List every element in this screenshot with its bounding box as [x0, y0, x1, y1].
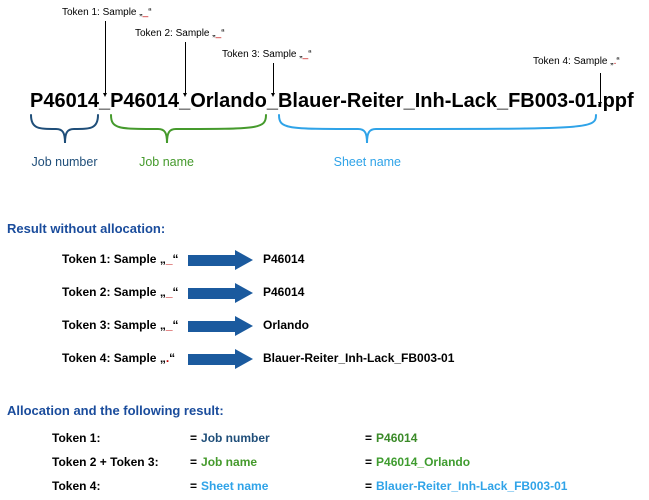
- row-token-label: Token 1: Sample „_“: [62, 252, 179, 266]
- arrow-down-tip: [182, 93, 187, 97]
- job-name-label: Job name: [139, 155, 194, 169]
- row-separator-sample: „_“: [159, 318, 179, 332]
- token4-callout: Token 4: Sample „.“: [533, 56, 620, 67]
- filename-separator3: _: [266, 90, 278, 112]
- separator-char: _: [302, 49, 309, 60]
- allocation-token: Token 1:: [52, 431, 101, 445]
- filename-extension: ppf: [602, 90, 634, 112]
- job-name-brace: [110, 114, 267, 146]
- filename-separator4: .: [597, 90, 603, 112]
- row-token-value: P46014: [263, 285, 305, 299]
- token1-callout-line: [102, 21, 107, 97]
- token4-callout-text: Token 4: Sample: [533, 56, 608, 67]
- token2-callout-line: [182, 42, 187, 97]
- row-token-value: Orlando: [263, 318, 310, 332]
- sheet-name-brace: [278, 114, 597, 146]
- allocation-name: =Sheet name: [190, 479, 269, 493]
- separator-char: _: [215, 28, 222, 39]
- job-number-brace: [30, 114, 99, 146]
- row-token-label: Token 3: Sample „_“: [62, 318, 179, 332]
- row-separator-sample: „.“: [159, 351, 176, 365]
- row-token-label: Token 4: Sample „.“: [62, 351, 176, 365]
- token3-callout: Token 3: Sample „_“: [222, 49, 312, 60]
- row-separator-sample: „_“: [159, 252, 179, 266]
- sheet-name-label: Sheet name: [333, 155, 402, 169]
- separator-char: .: [165, 351, 170, 365]
- allocation-row-token1: Token 1: =Job number =P46014: [0, 431, 649, 451]
- token1-callout: Token 1: Sample „_“: [62, 7, 152, 18]
- token3-callout-line: [270, 63, 275, 97]
- filename-separator2: _: [179, 90, 191, 112]
- separator-char: .: [613, 56, 617, 67]
- token2-callout-text: Token 2: Sample: [135, 28, 210, 39]
- token2-sample-separator: „_“: [212, 28, 225, 39]
- token3-callout-text: Token 3: Sample: [222, 49, 297, 60]
- row-token-value: Blauer-Reiter_Inh-Lack_FB003-01: [263, 351, 455, 365]
- result-row-token1: Token 1: Sample „_“ P46014: [0, 250, 649, 272]
- result-row-token2: Token 2: Sample „_“ P46014: [0, 283, 649, 305]
- token1-callout-text: Token 1: Sample: [62, 7, 137, 18]
- row-token-label: Token 2: Sample „_“: [62, 285, 179, 299]
- separator-char: _: [165, 252, 173, 266]
- allocation-token: Token 4:: [52, 479, 101, 493]
- filename-token3: Orlando: [190, 90, 267, 112]
- filename-separator1: _: [98, 90, 111, 112]
- allocation-name: =Job number: [190, 431, 270, 445]
- allocation-name: =Job name: [190, 455, 258, 469]
- row-separator-sample: „_“: [159, 285, 179, 299]
- allocation-value: =P46014_Orlando: [365, 455, 471, 469]
- token4-sample-separator: „.“: [610, 56, 620, 67]
- allocation-result-heading: Allocation and the following result:: [7, 403, 224, 418]
- filename-token1: P46014: [30, 90, 99, 112]
- filename-token2: P46014: [110, 90, 180, 112]
- separator-char: _: [142, 7, 149, 18]
- allocation-value: =Blauer-Reiter_Inh-Lack_FB003-01: [365, 479, 568, 493]
- allocation-row-token2-3: Token 2 + Token 3: =Job name =P46014_Orl…: [0, 455, 649, 475]
- token1-sample-separator: „_“: [139, 7, 152, 18]
- separator-char: _: [165, 285, 173, 299]
- right-arrow-icon: [188, 283, 253, 303]
- filename-token4: Blauer-Reiter_Inh-Lack_FB003-01: [277, 90, 597, 112]
- right-arrow-icon: [188, 250, 253, 270]
- filename: P46014_P46014_Orlando_Blauer-Reiter_Inh-…: [30, 90, 634, 112]
- row-token-value: P46014: [263, 252, 305, 266]
- result-row-token4: Token 4: Sample „.“ Blauer-Reiter_Inh-La…: [0, 349, 649, 371]
- result-without-allocation-heading: Result without allocation:: [7, 221, 166, 236]
- token3-sample-separator: „_“: [299, 49, 312, 60]
- result-row-token3: Token 3: Sample „_“ Orlando: [0, 316, 649, 338]
- allocation-row-token4: Token 4: =Sheet name =Blauer-Reiter_Inh-…: [0, 479, 649, 499]
- right-arrow-icon: [188, 316, 253, 336]
- token2-callout: Token 2: Sample „_“: [135, 28, 225, 39]
- separator-char: _: [165, 318, 173, 332]
- arrow-down-tip: [598, 102, 602, 106]
- right-arrow-icon: [188, 349, 253, 369]
- arrow-down-tip: [102, 93, 107, 97]
- allocation-token: Token 2 + Token 3:: [52, 455, 159, 469]
- allocation-value: =P46014: [365, 431, 418, 445]
- arrow-down-tip: [270, 93, 275, 97]
- job-number-label: Job number: [31, 155, 98, 169]
- token4-callout-line: [598, 73, 602, 106]
